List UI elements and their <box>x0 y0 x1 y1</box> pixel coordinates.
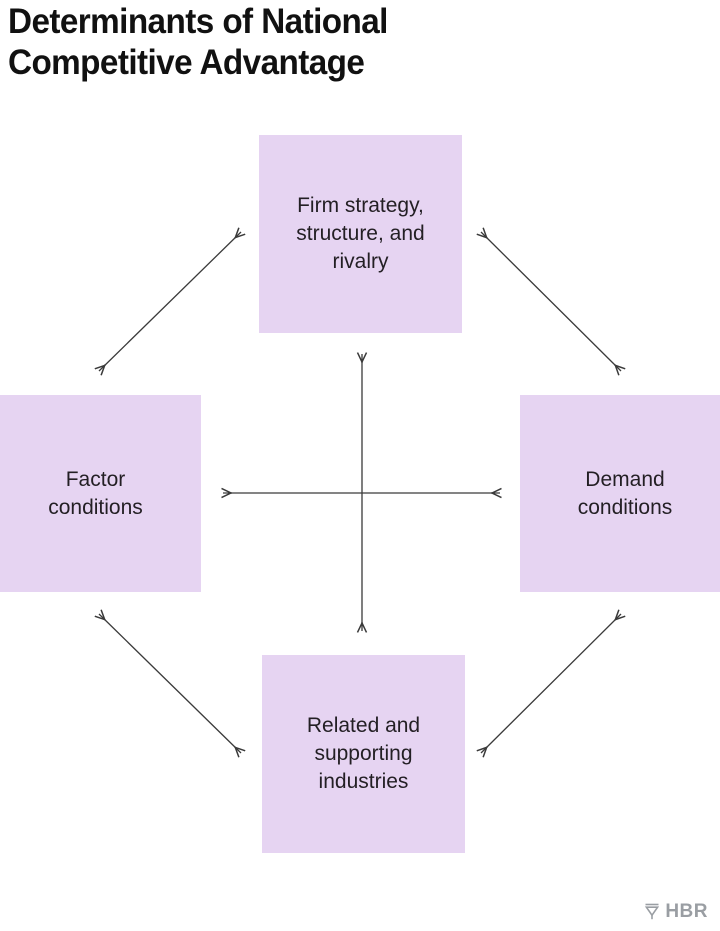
node-firm-strategy: Firm strategy, structure, and rivalry <box>259 135 462 333</box>
page-title: Determinants of National Competitive Adv… <box>8 2 388 82</box>
node-demand-conditions-label: Demand conditions <box>577 467 673 519</box>
node-demand-conditions: Demand conditions <box>520 395 720 592</box>
node-factor-conditions: Factor conditions <box>0 395 201 592</box>
node-firm-strategy-label: Firm strategy, structure, and rivalry <box>296 194 425 273</box>
hbr-logo: HBR <box>644 902 708 921</box>
connector-top-left <box>94 227 246 376</box>
node-factor-conditions-label: Factor conditions <box>48 467 143 519</box>
node-related-industries-label: Related and supporting industries <box>306 714 421 793</box>
connector-bottom-left <box>94 609 246 758</box>
connector-bottom-right <box>476 609 626 758</box>
node-related-industries: Related and supporting industries <box>262 655 465 853</box>
connector-top-right <box>476 227 626 376</box>
hbr-wordmark: HBR <box>665 901 708 922</box>
hbr-funnel-icon <box>645 903 660 920</box>
